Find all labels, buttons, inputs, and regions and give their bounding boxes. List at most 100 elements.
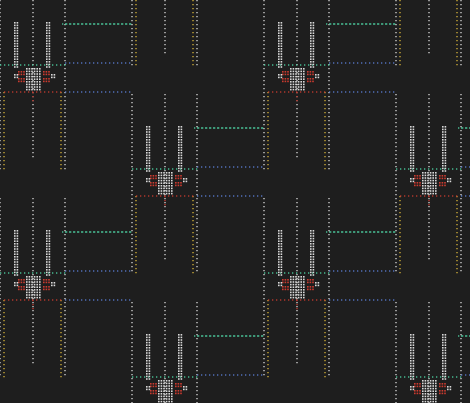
brick-figure-base-red-right — [441, 177, 444, 180]
brick-figure-base-core — [39, 75, 41, 78]
brick-figure-bar-left — [410, 133, 412, 136]
brick-figure-bar-right — [444, 128, 447, 131]
brick-figure-bar-right — [178, 362, 180, 365]
brick-figure-base-core — [36, 291, 38, 294]
brick-figure-base-core — [427, 385, 429, 387]
brick-figure-bar-right — [444, 341, 447, 344]
brick-figure-bar-left — [148, 344, 151, 346]
brick-figure-base-core — [290, 83, 292, 86]
brick-figure-bar-right — [178, 152, 180, 154]
brick-figure-base-red-right — [312, 73, 314, 76]
brick-figure-base-core — [28, 68, 31, 70]
brick-figure-base-white-right — [449, 386, 452, 388]
brick-figure-base-red-right-low — [312, 78, 314, 80]
brick-figure-base-core — [28, 83, 31, 86]
brick-figure-base-white-left — [280, 284, 283, 287]
brick-figure-bar-left — [16, 32, 19, 34]
brick-figure-bar-left — [14, 35, 16, 37]
brick-figure-base-core — [297, 81, 300, 83]
brick-figure-bar-left — [410, 349, 412, 352]
brick-figure-base-white-left — [14, 76, 16, 79]
brick-figure-base-core — [165, 398, 168, 400]
brick-figure-base-core — [158, 390, 160, 392]
brick-figure-base-white-right — [53, 76, 56, 79]
brick-figure-base-white-right — [51, 76, 53, 79]
brick-figure-base-core — [303, 286, 305, 288]
brick-figure-base-core — [427, 390, 429, 392]
brick-figure-base-red-right — [439, 383, 441, 385]
brick-figure-bar-right — [442, 352, 444, 354]
brick-figure-bar-left — [280, 253, 283, 255]
brick-figure-base-core — [33, 70, 36, 73]
brick-figure-bar-left — [146, 352, 148, 354]
brick-figure-base-core — [31, 289, 33, 291]
brick-figure-base-core — [28, 88, 31, 91]
brick-figure-bar-left — [16, 45, 19, 47]
brick-figure-base-red-right-low — [444, 392, 446, 395]
brick-figure-base-white-right — [315, 282, 317, 284]
brick-figure-base-core — [303, 75, 305, 78]
brick-figure-base-core — [422, 400, 424, 403]
brick-figure-base-red-right-low — [180, 390, 182, 392]
brick-figure-bar-left — [278, 40, 280, 42]
brick-figure-base-core — [435, 387, 437, 390]
brick-figure-base-core — [39, 83, 41, 86]
brick-figure-base-core — [297, 286, 300, 288]
brick-figure-base-core — [424, 182, 427, 184]
brick-figure-base-white-left — [14, 284, 16, 287]
brick-figure-base-core — [168, 395, 170, 398]
brick-figure-base-core — [36, 281, 38, 283]
brick-figure-bar-left — [412, 336, 415, 339]
brick-figure-bar-left — [16, 42, 19, 45]
brick-figure-bar-left — [16, 22, 19, 24]
brick-figure-bar-left — [148, 162, 151, 164]
brick-figure-base-red-right — [45, 73, 48, 76]
brick-figure-base-red-right — [312, 279, 314, 281]
brick-figure-bar-right — [312, 29, 315, 32]
brick-figure-base-core — [290, 75, 292, 78]
brick-figure-bar-left — [14, 232, 16, 235]
brick-figure-bar-left — [14, 266, 16, 268]
brick-figure-base-core — [31, 83, 33, 86]
brick-figure-bar-left — [410, 141, 412, 144]
brick-figure-bar-right — [312, 24, 315, 27]
brick-figure-base-red-right — [309, 71, 312, 73]
brick-figure-bar-right — [48, 37, 51, 40]
brick-figure-bar-right — [310, 269, 312, 271]
brick-figure-bar-left — [280, 230, 283, 232]
brick-figure-base-white-right — [183, 386, 185, 388]
brick-figure-bar-left — [16, 66, 19, 68]
brick-figure-bar-left — [410, 154, 412, 157]
brick-figure-bar-left — [412, 149, 415, 151]
brick-figure-base-white-right — [449, 180, 452, 183]
brick-figure-bar-right — [312, 258, 315, 261]
brick-figure-base-core — [163, 172, 165, 174]
brick-figure-base-core — [160, 398, 163, 400]
brick-figure-bar-left — [280, 235, 283, 237]
brick-figure-bar-right — [180, 347, 183, 349]
brick-figure-bar-left — [146, 341, 148, 344]
brick-figure-base-core — [28, 81, 31, 83]
brick-figure-bar-right — [310, 263, 312, 266]
brick-figure-bar-left — [412, 157, 415, 159]
brick-figure-base-red-right — [444, 177, 446, 180]
brick-figure-bar-left — [148, 139, 151, 141]
brick-figure-bar-right — [444, 167, 447, 170]
brick-figure-bar-left — [148, 360, 151, 362]
brick-figure-bar-left — [148, 154, 151, 157]
brick-figure-base-red-left — [419, 383, 421, 385]
brick-figure-base-core — [160, 174, 163, 177]
brick-figure-base-red-right-low — [444, 184, 446, 187]
brick-figure-bar-right — [444, 126, 447, 128]
brick-figure-bar-left — [410, 378, 412, 380]
brick-figure-bar-right — [180, 149, 183, 151]
brick-figure-base-red-left-low — [20, 78, 23, 80]
brick-figure-bar-right — [444, 139, 447, 141]
brick-figure-base-core — [300, 283, 302, 286]
brick-figure-base-red-left — [150, 177, 152, 180]
brick-figure-bar-left — [280, 55, 283, 58]
brick-figure-base-core — [165, 192, 168, 195]
brick-figure-bar-left — [278, 48, 280, 50]
brick-figure-base-core — [168, 385, 170, 387]
brick-figure-bar-right — [442, 378, 444, 380]
